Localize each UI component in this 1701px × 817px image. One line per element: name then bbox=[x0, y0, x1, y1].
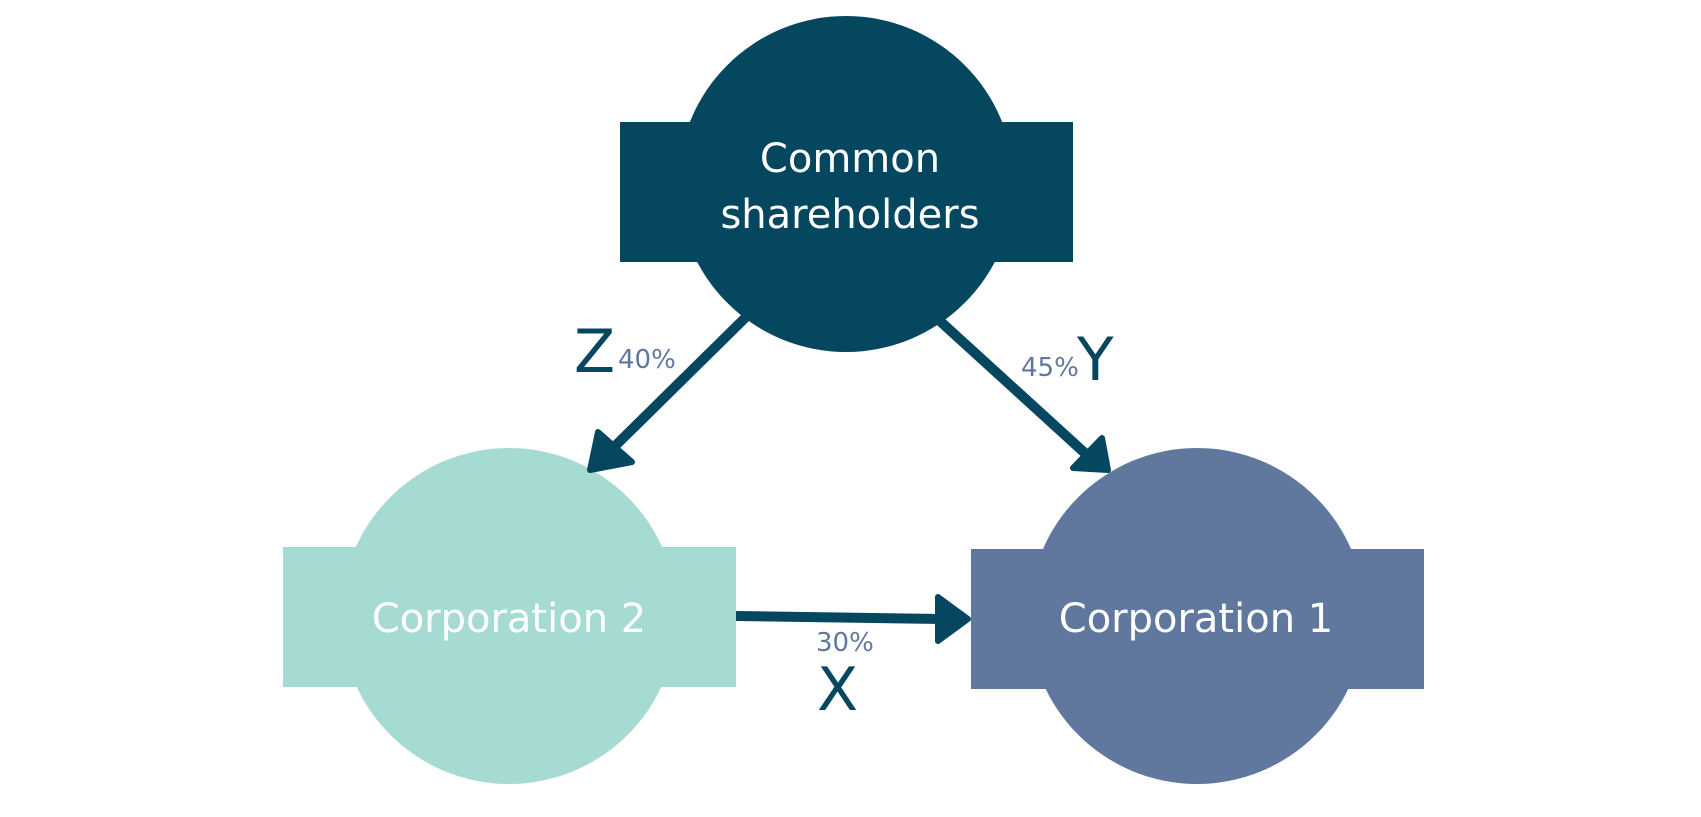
node-corporation-2-rect bbox=[283, 547, 736, 687]
node-corporation-1[interactable]: Corporation 1 bbox=[971, 448, 1424, 784]
node-corporation-1-label: Corporation 1 bbox=[1059, 596, 1333, 642]
edge-y-letter: Y bbox=[1076, 325, 1114, 395]
node-common-shareholders[interactable]: Common shareholders bbox=[620, 16, 1073, 352]
edge-y-percent: 45% bbox=[1021, 353, 1079, 383]
edge-shareholders-to-corporation-2 bbox=[587, 313, 750, 473]
edge-z-percent: 40% bbox=[618, 345, 676, 375]
edge-z-line bbox=[608, 313, 750, 453]
edge-y-line bbox=[936, 317, 1092, 460]
edge-x-percent: 30% bbox=[816, 628, 874, 658]
node-common-shareholders-rect bbox=[620, 122, 1073, 262]
edge-x-letter: X bbox=[817, 655, 858, 725]
edge-y-arrowhead bbox=[1070, 435, 1111, 473]
edge-x-arrowhead bbox=[935, 594, 971, 644]
edge-z-arrowhead bbox=[587, 429, 635, 473]
edge-x-line bbox=[735, 611, 943, 624]
node-corporation-2-label: Corporation 2 bbox=[372, 596, 646, 642]
node-common-shareholders-label-line1: Common bbox=[760, 136, 940, 182]
edge-corporation-2-to-corporation-1 bbox=[735, 594, 971, 644]
edge-z-letter: Z bbox=[574, 317, 615, 387]
edge-shareholders-to-corporation-1 bbox=[936, 317, 1111, 473]
node-corporation-2[interactable]: Corporation 2 bbox=[283, 448, 736, 784]
node-corporation-1-rect bbox=[971, 549, 1424, 689]
node-common-shareholders-label-line2: shareholders bbox=[720, 192, 979, 238]
